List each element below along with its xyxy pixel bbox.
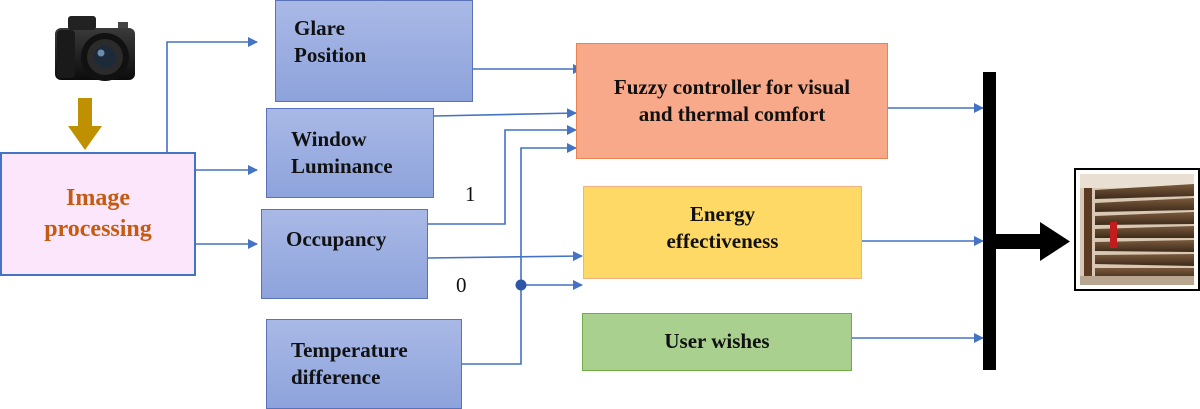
user-wishes-label: User wishes	[664, 329, 770, 354]
image-processing-block: Image processing	[0, 152, 196, 276]
bus-bar	[983, 72, 996, 370]
camera-icon	[55, 16, 135, 81]
energy-effectiveness-label: Energy effectiveness	[666, 202, 779, 254]
arrow-luminance-to-fuzzy	[433, 108, 577, 119]
window-blinds-photo	[1074, 168, 1200, 291]
glare-position-block: Glare Position	[275, 0, 473, 102]
bus-output-shaft	[996, 234, 1042, 249]
occupancy-label: Occupancy	[286, 227, 387, 251]
window-luminance-label: Window Luminance	[291, 126, 393, 178]
arrow-to-glare	[166, 37, 258, 152]
glare-position-label: Glare Position	[294, 16, 367, 68]
image-processing-label: Image processing	[44, 184, 152, 242]
temperature-difference-label: Temperature difference	[291, 337, 408, 389]
fuzzy-controller-block: Fuzzy controller for visual and thermal …	[576, 43, 888, 159]
arrow-occupancy-to-energy	[427, 251, 583, 262]
switch-label-zero: 0	[456, 273, 467, 297]
junction-dot	[515, 279, 527, 291]
occupancy-block: Occupancy	[261, 209, 428, 299]
switch-label-one: 1	[465, 182, 476, 206]
temperature-difference-block: Temperature difference	[266, 319, 462, 409]
down-arrow-icon	[68, 98, 102, 150]
fuzzy-controller-label: Fuzzy controller for visual and thermal …	[613, 74, 851, 126]
energy-effectiveness-block: Energy effectiveness	[583, 186, 862, 279]
window-luminance-block: Window Luminance	[266, 108, 434, 198]
bus-output-arrow-icon	[1040, 222, 1070, 261]
arrow-occupancy-1-to-fuzzy	[428, 125, 577, 225]
user-wishes-block: User wishes	[582, 313, 852, 371]
